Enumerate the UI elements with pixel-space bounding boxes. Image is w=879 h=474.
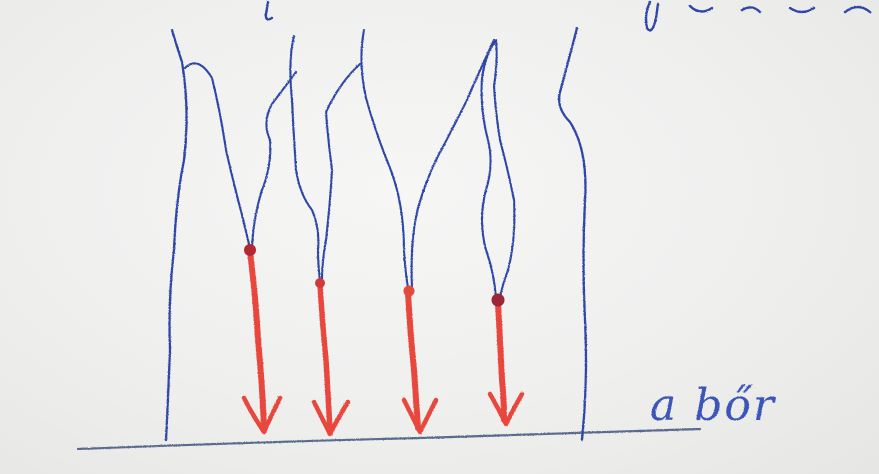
tip-dot-3 bbox=[404, 286, 415, 297]
fiber-4-right bbox=[494, 40, 514, 298]
arrow-3 bbox=[404, 292, 436, 432]
arrow-1 bbox=[244, 252, 280, 432]
nerve-fibers bbox=[185, 30, 514, 298]
arrow-2 bbox=[314, 284, 348, 434]
red-arrows bbox=[244, 252, 522, 434]
arrow-4 bbox=[490, 302, 522, 424]
skin-label: a bőr bbox=[650, 380, 777, 431]
tip-dot-4 bbox=[492, 294, 505, 307]
right-boundary-fiber bbox=[559, 28, 586, 440]
tip-dot-1 bbox=[244, 244, 256, 256]
top-handwriting-fragments bbox=[266, 2, 870, 30]
tip-dot-2 bbox=[315, 278, 325, 288]
top-stroke-left bbox=[266, 2, 272, 19]
top-stroke-right-scribble bbox=[690, 6, 870, 12]
fiber-1-left bbox=[185, 63, 250, 248]
fiber-3-left bbox=[361, 30, 408, 288]
fiber-2-right bbox=[322, 64, 360, 280]
outer-fibers bbox=[166, 28, 586, 440]
left-boundary-fiber bbox=[166, 30, 187, 440]
skin-surface-line bbox=[78, 429, 700, 449]
fiber-tip-dots bbox=[244, 244, 505, 307]
top-stroke-right-g bbox=[646, 2, 658, 30]
fiber-1-right bbox=[252, 72, 296, 246]
